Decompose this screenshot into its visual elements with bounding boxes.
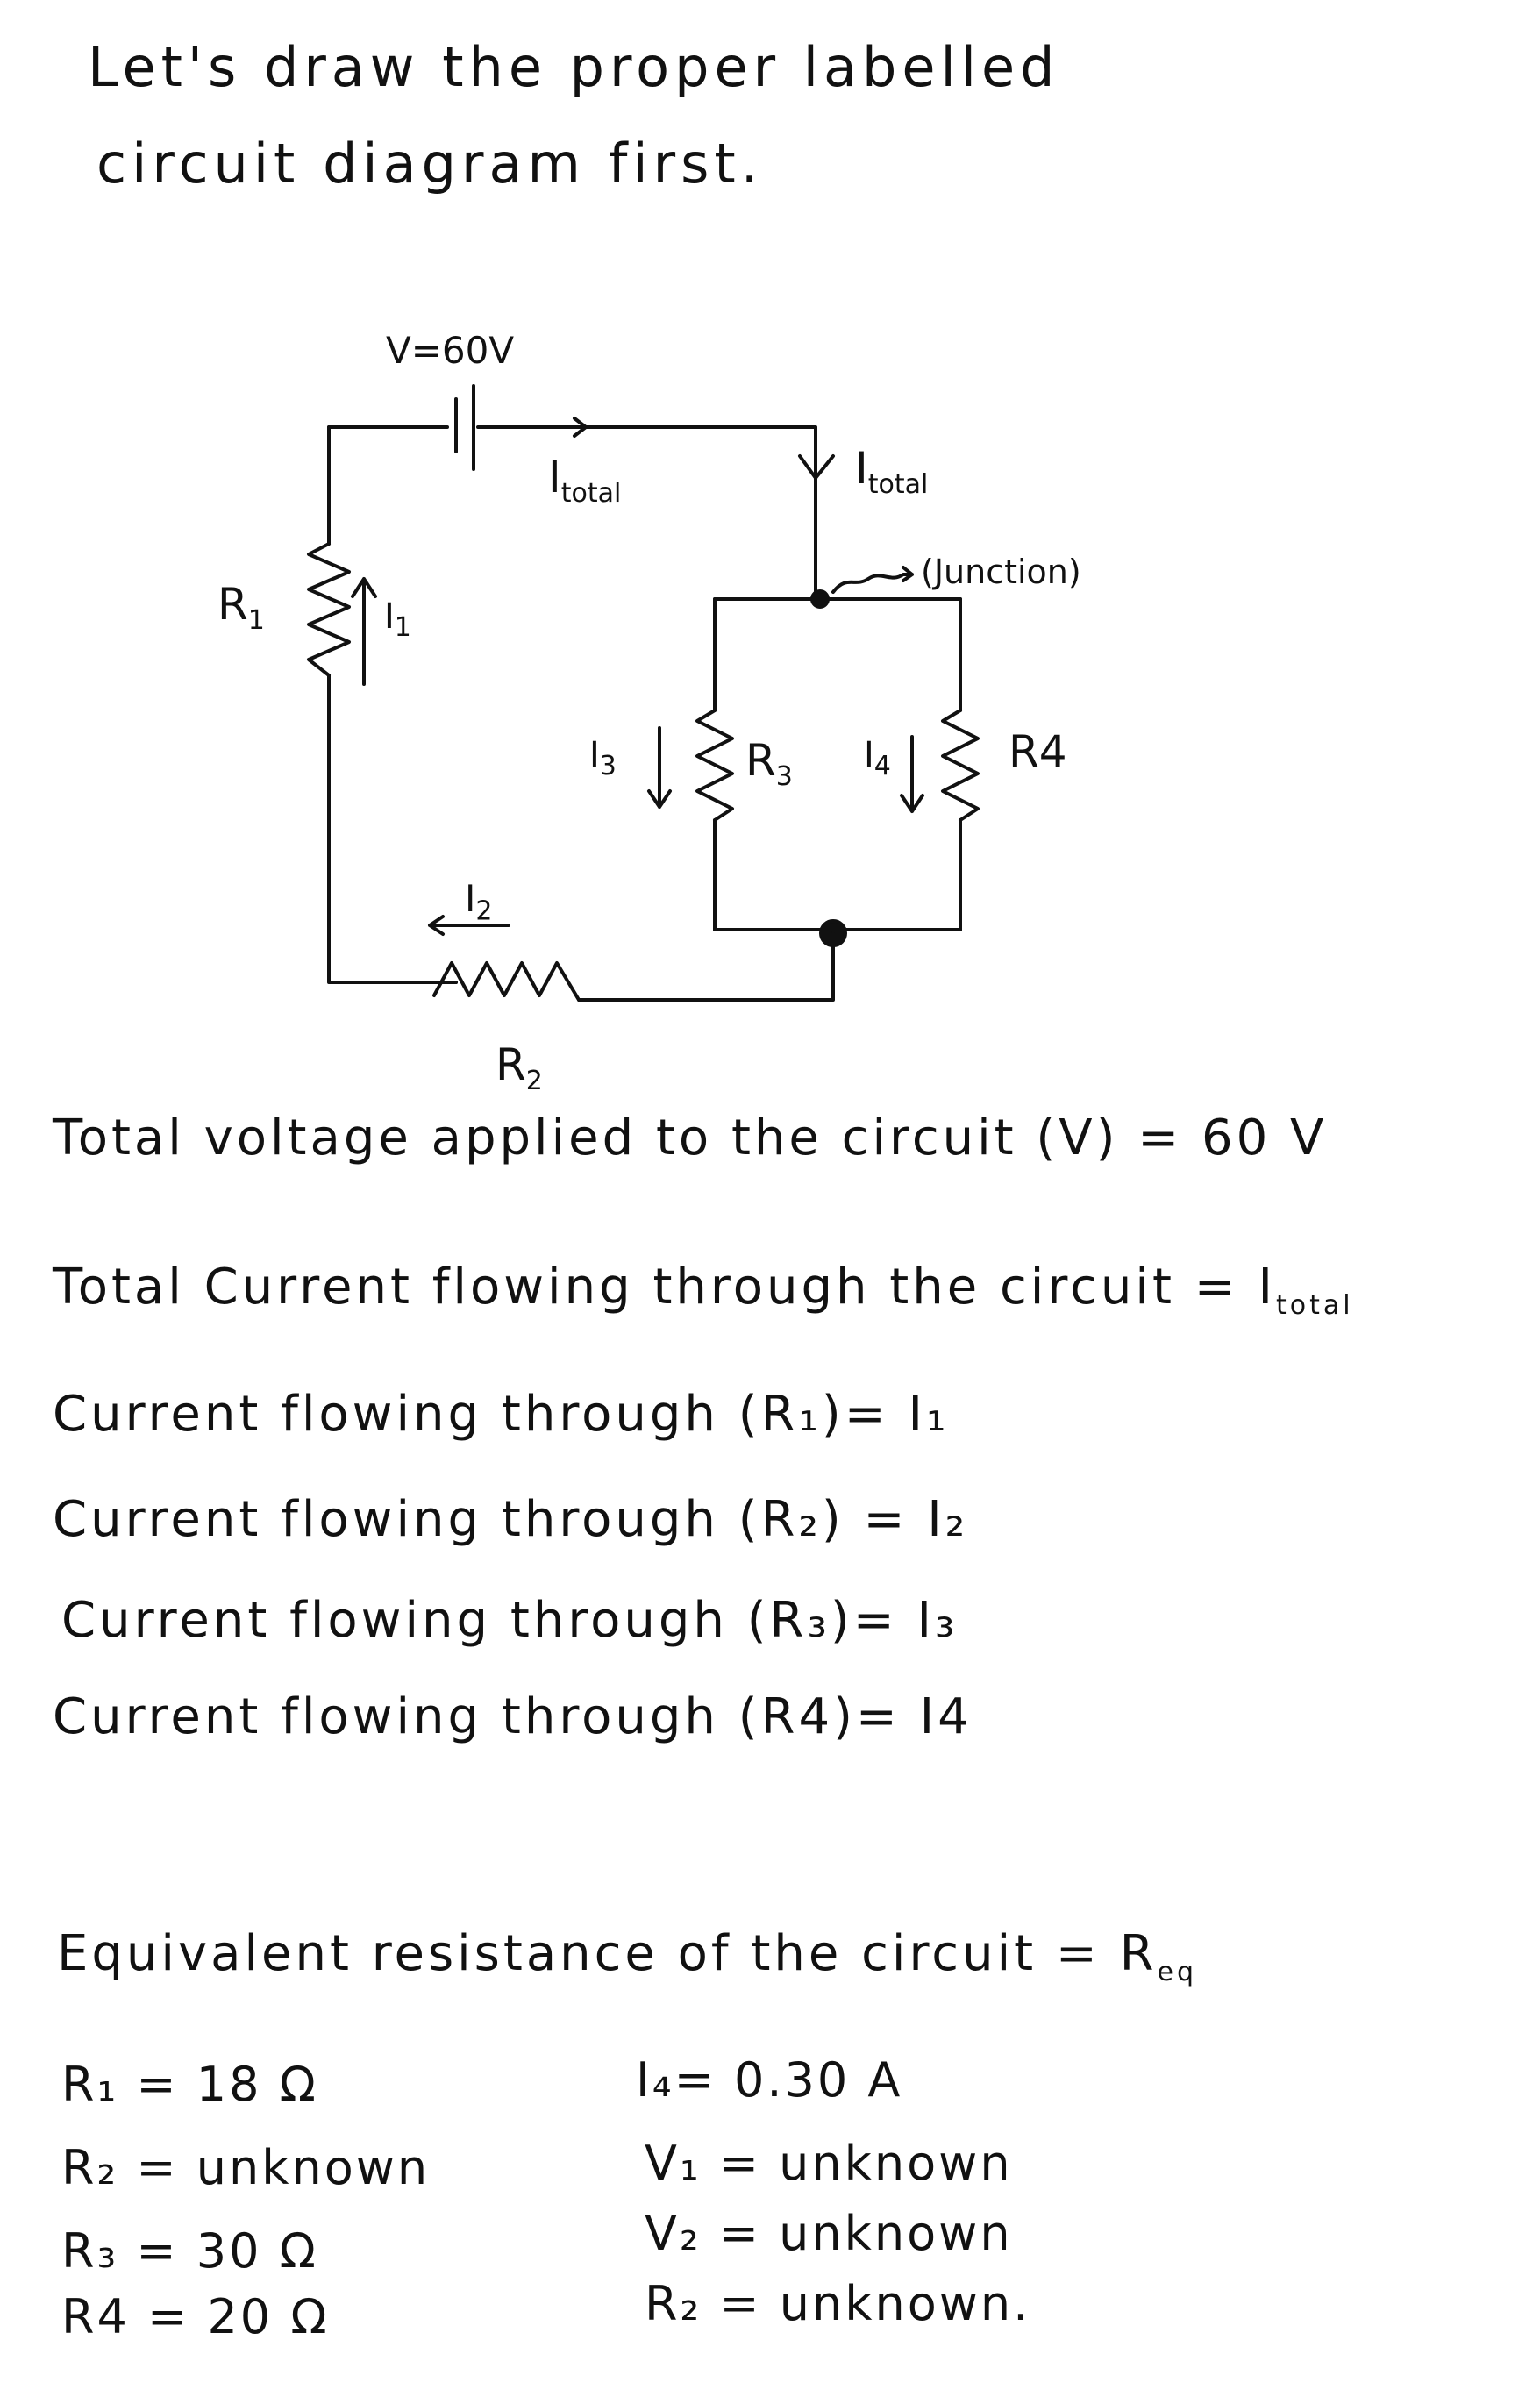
r1-label: R1 xyxy=(217,579,265,636)
statement-equivalent-resistance: Equivalent resistance of the circuit = R… xyxy=(57,1925,1198,1988)
r2-label: R2 xyxy=(496,1039,543,1096)
i4-arrow xyxy=(900,735,924,813)
r4-label: R4 xyxy=(1009,726,1067,777)
resistor-r2 xyxy=(432,961,581,1002)
statement-total-voltage: Total voltage applied to the circuit (V)… xyxy=(53,1109,1328,1166)
given-v2: V₂ = unknown xyxy=(645,2206,1013,2261)
given-r3: R₃ = 30 Ω xyxy=(61,2223,318,2279)
i2-arrow xyxy=(428,915,510,936)
given-r2: R₂ = unknown xyxy=(61,2140,431,2195)
given-i4: I₄= 0.30 A xyxy=(636,2052,903,2108)
i1-arrow xyxy=(351,577,377,686)
given-r1: R₁ = 18 Ω xyxy=(61,2057,318,2112)
statement-total-current: Total Current flowing through the circui… xyxy=(53,1259,1354,1322)
intro-line-1: Let's draw the proper labelled xyxy=(88,35,1060,99)
i1-label: I1 xyxy=(384,596,411,643)
statement-current-r2: Current flowing through (R₂) = I₂ xyxy=(53,1491,969,1548)
wire-top-right xyxy=(476,425,817,598)
junction-label: (Junction) xyxy=(921,553,1081,591)
i4-label: I4 xyxy=(864,735,891,781)
resistor-r4 xyxy=(941,709,980,822)
wire-left xyxy=(327,425,458,984)
itotal-top-label: Itotal xyxy=(548,452,622,509)
itotal-right-label: Itotal xyxy=(855,443,929,500)
intro-line-2: circuit diagram first. xyxy=(96,132,764,196)
statement-current-r3: Current flowing through (R₃)= I₃ xyxy=(61,1592,959,1649)
resistor-r1 xyxy=(307,542,351,677)
statement-current-r4: Current flowing through (R4)= I4 xyxy=(53,1688,973,1745)
junction-pointer xyxy=(831,566,914,594)
r3-label: R3 xyxy=(745,735,793,792)
given-v1: V₁ = unknown xyxy=(645,2136,1013,2191)
given-r4: R4 = 20 Ω xyxy=(61,2289,330,2344)
itotal-arrow-right xyxy=(798,454,835,480)
statement-current-r1: Current flowing through (R₁)= I₁ xyxy=(53,1386,950,1443)
resistor-r3 xyxy=(695,709,734,822)
i3-label: I3 xyxy=(589,735,617,781)
given-r2-right: R₂ = unknown. xyxy=(645,2276,1031,2331)
itotal-arrow-top xyxy=(560,417,588,438)
i2-label: I2 xyxy=(465,877,493,927)
battery-voltage-label: V=60V xyxy=(386,329,515,372)
i3-arrow xyxy=(647,726,672,809)
wire-bottom xyxy=(577,931,835,1002)
